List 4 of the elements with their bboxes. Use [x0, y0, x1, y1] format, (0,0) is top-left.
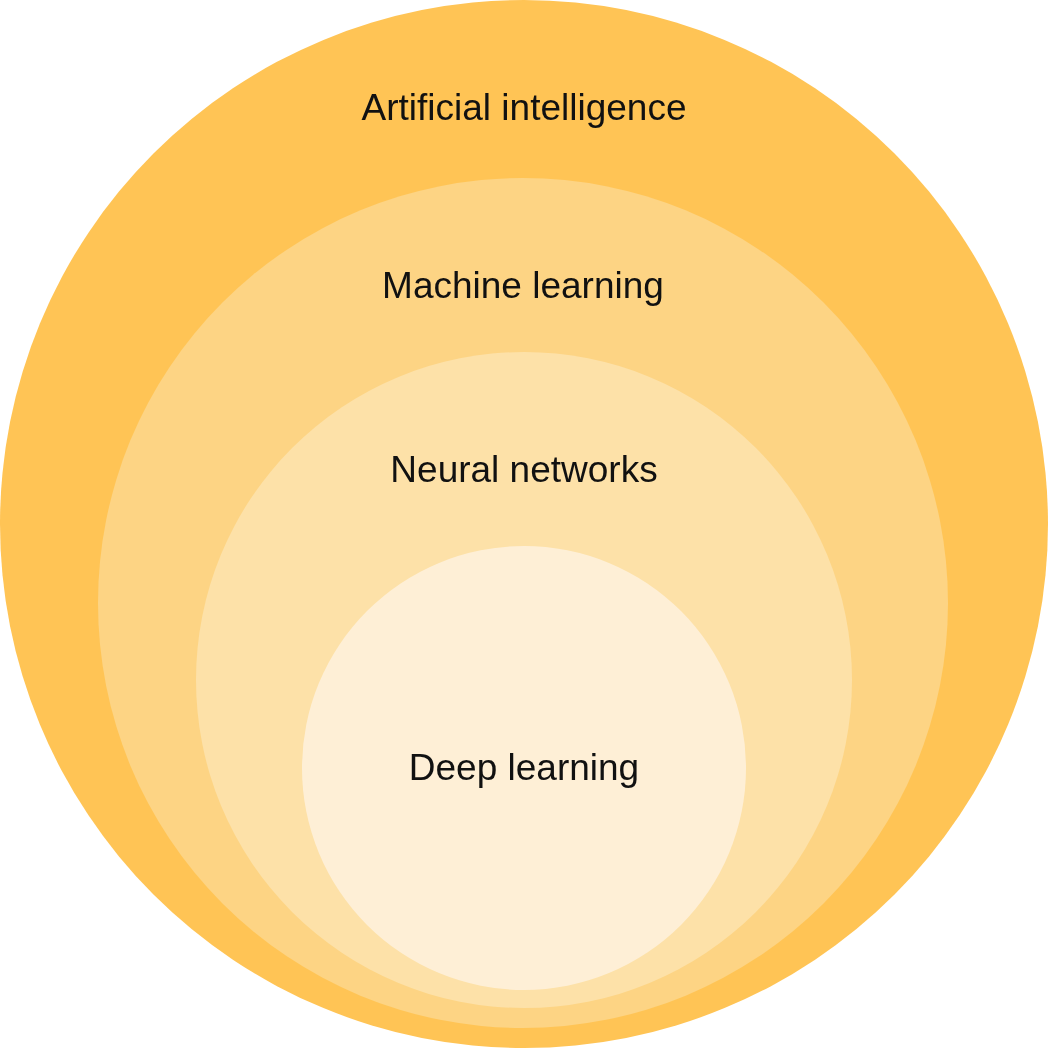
circle-label: Machine learning	[382, 264, 664, 308]
circle-label: Neural networks	[390, 448, 658, 492]
circle-label: Artificial intelligence	[361, 86, 687, 130]
circle-label: Deep learning	[408, 746, 640, 790]
